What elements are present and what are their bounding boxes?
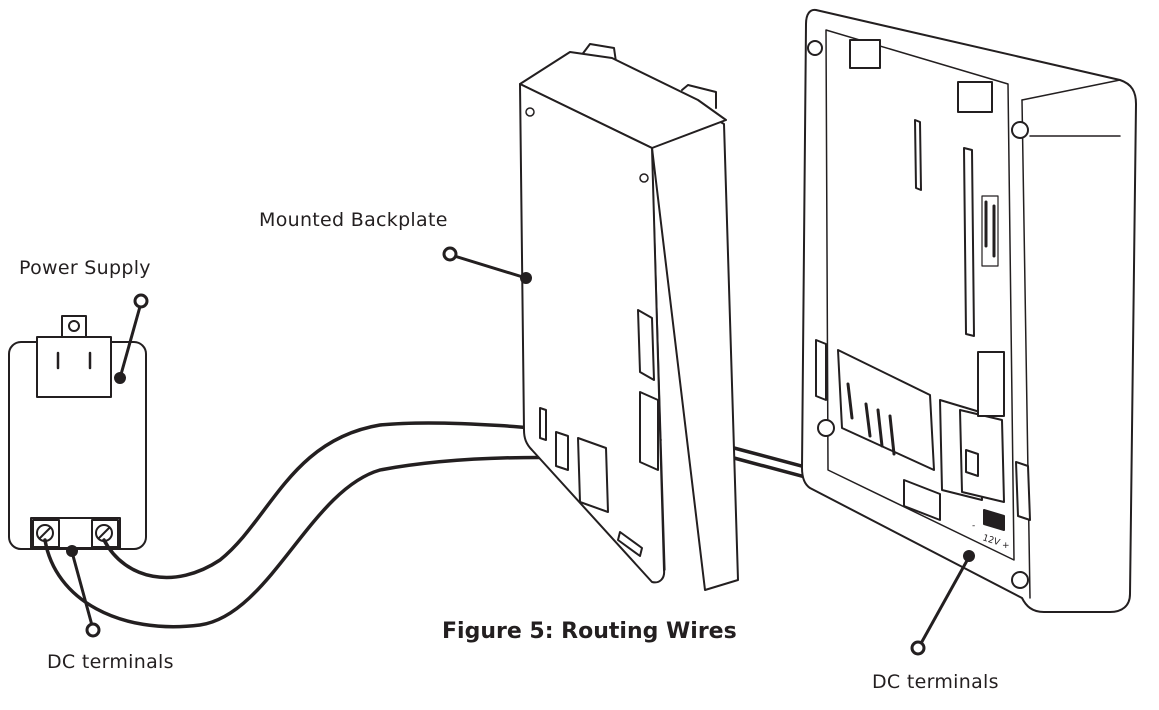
power-plug-hole [68, 320, 80, 332]
power-supply [8, 315, 147, 550]
device-polarity-minus: - [972, 521, 975, 531]
mounted-backplate [519, 43, 739, 591]
leader-power-supply [118, 301, 143, 380]
label-power-supply: Power Supply [19, 257, 151, 279]
wire-negative-left [43, 455, 662, 629]
device-inner-rim [825, 29, 1015, 561]
device-back [801, 8, 1137, 613]
label-dc-terminals-left: DC terminals [47, 651, 174, 673]
callout-circle-backplate [442, 246, 458, 262]
power-plug-tab [61, 315, 87, 338]
device-polarity-plus: + [1002, 541, 1010, 551]
label-dc-terminals-right: DC terminals [872, 671, 999, 693]
label-mounted-backplate: Mounted Backplate [259, 209, 448, 231]
backplate-wire-opening [639, 391, 659, 471]
figure-caption: Figure 5: Routing Wires [442, 619, 737, 644]
callout-circle-power-supply [133, 293, 149, 309]
device-dc-terminal-connector [983, 509, 1005, 531]
leader-mounted-backplate [449, 253, 528, 280]
backplate-side [651, 109, 739, 591]
callout-circle-dc-right [910, 640, 926, 656]
power-plug-housing [36, 336, 112, 398]
leader-dc-terminals-right [917, 555, 971, 649]
leader-dc-terminals-left [70, 550, 95, 631]
terminal-plus [91, 519, 119, 548]
callout-circle-dc-left [85, 622, 101, 638]
callout-leaders [70, 253, 971, 649]
